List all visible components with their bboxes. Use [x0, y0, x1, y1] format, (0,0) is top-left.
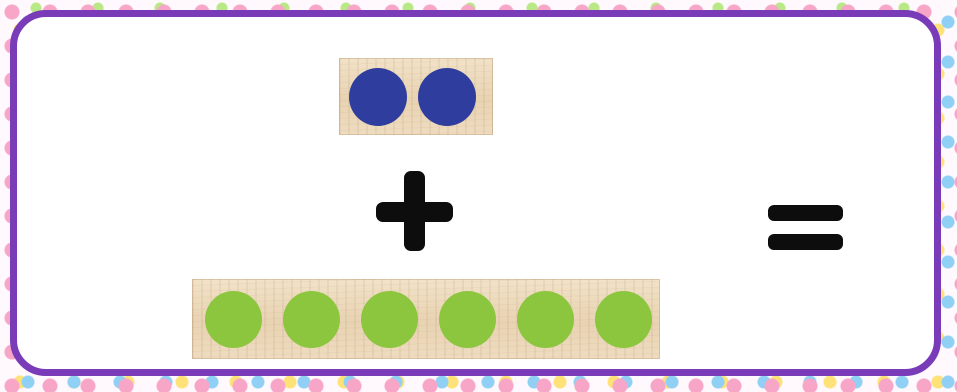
green-dot-4: [439, 291, 496, 348]
blue-dot-2: [418, 68, 476, 126]
green-dot-2: [283, 291, 340, 348]
green-dot-tile: [192, 279, 660, 359]
equals-sign-top-bar: [768, 205, 843, 221]
green-dot-6: [595, 291, 652, 348]
green-dot-3: [361, 291, 418, 348]
green-dot-5: [517, 291, 574, 348]
equation-card: [10, 10, 941, 376]
green-dot-1: [205, 291, 262, 348]
equals-sign-bottom-bar: [768, 234, 843, 250]
blue-dot-1: [349, 68, 407, 126]
plus-sign-horizontal-bar: [376, 202, 453, 222]
blue-dot-tile: [339, 58, 493, 135]
